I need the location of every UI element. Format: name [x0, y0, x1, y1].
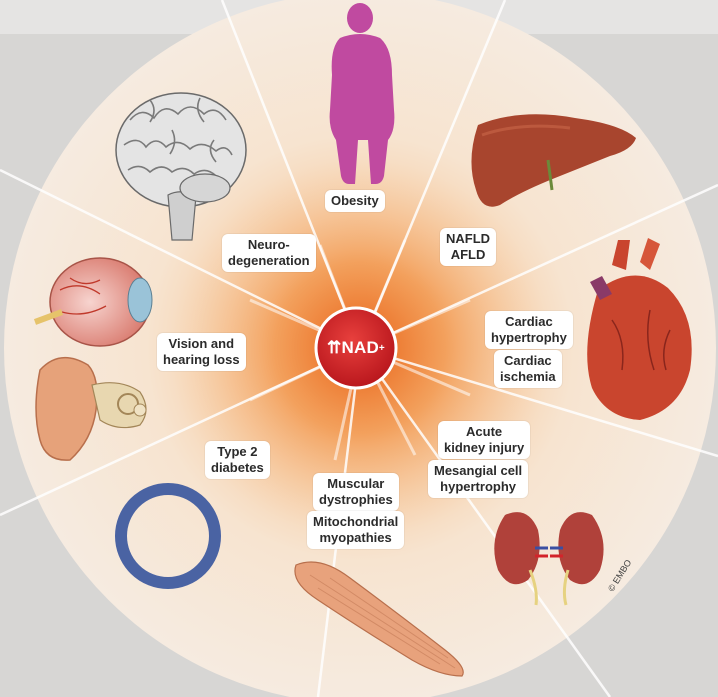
nad-arrows: ⇈ — [327, 338, 342, 357]
ear-icon — [35, 356, 147, 461]
label-vision-hearing: Vision and hearing loss — [157, 333, 246, 371]
label-nafld-afld: NAFLD AFLD — [440, 228, 497, 266]
nad-text: NAD — [341, 338, 379, 357]
label-mesangial-hypertrophy: Mesangial cell hypertrophy — [428, 460, 529, 498]
label-cardiac-hypertrophy: Cardiac hypertrophy — [485, 311, 573, 349]
label-obesity: Obesity — [325, 190, 385, 212]
label-neurodegeneration: Neuro- degeneration — [222, 234, 316, 272]
nad-center-label: ⇈ NAD+ — [312, 318, 400, 378]
nad-center-circle — [314, 306, 398, 390]
kidneys-icon — [494, 512, 604, 606]
label-cardiac-ischemia: Cardiac ischemia — [494, 350, 562, 388]
brain-icon — [115, 92, 247, 241]
muscle-icon — [294, 561, 464, 677]
label-mitochondrial-myopathies: Mitochondrial myopathies — [307, 511, 405, 549]
heart-icon — [587, 238, 692, 420]
label-acute-kidney-injury: Acute kidney injury — [438, 421, 531, 459]
liver-icon — [471, 114, 636, 207]
label-type2-diabetes: Type 2 diabetes — [205, 441, 270, 479]
eye-icon — [33, 257, 153, 347]
label-muscular-dystrophies: Muscular dystrophies — [313, 473, 399, 511]
diabetes-ring-icon — [115, 483, 221, 589]
nad-superscript: + — [378, 342, 385, 354]
body-silhouette-icon — [329, 3, 395, 184]
